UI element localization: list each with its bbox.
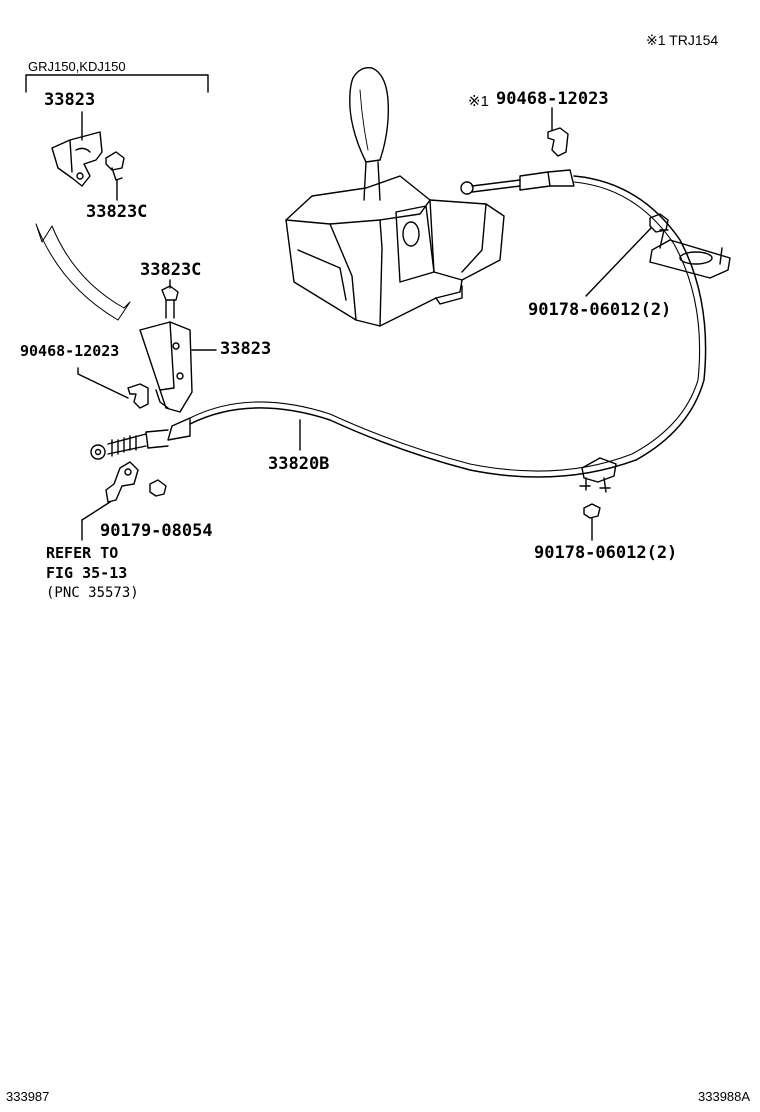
leader-clip-left	[77, 367, 129, 399]
bracket-refer-fig[interactable]	[105, 461, 139, 503]
model-note: ※1 TRJ154	[646, 32, 719, 48]
direction-arrow-icon	[35, 223, 131, 321]
bracket-33823-mid[interactable]	[139, 321, 193, 413]
label-clip-right-prefix: ※1	[468, 93, 489, 110]
label-bracket-top[interactable]: 33823	[44, 90, 96, 110]
footer-left-code: 333987	[6, 1089, 50, 1104]
clip-90468-right[interactable]	[547, 127, 569, 157]
bolt-33823c-mid[interactable]	[161, 285, 179, 319]
bracket-33823-top[interactable]	[51, 131, 103, 187]
group-label: GRJ150,KDJ150	[28, 59, 126, 74]
label-nut-small[interactable]: 90179-08054	[100, 521, 213, 541]
label-clip-right[interactable]: 90468-12023	[496, 89, 609, 109]
label-bracket-mid[interactable]: 33823	[220, 339, 272, 359]
label-nut-upper[interactable]: 90178-06012(2)	[528, 300, 672, 320]
nut-90178-lower[interactable]	[583, 503, 601, 519]
cable-upper-plate[interactable]	[649, 229, 731, 279]
nut-90179-small[interactable]	[149, 479, 167, 497]
refer-line-3: (PNC 35573)	[46, 585, 139, 601]
group-bracket-line	[25, 74, 209, 93]
cable-lower-plate[interactable]	[579, 457, 617, 493]
leader-refer	[81, 501, 111, 521]
footer-right-code: 333988A	[698, 1089, 751, 1104]
clip-90468-left[interactable]	[127, 383, 149, 409]
refer-line-1[interactable]: REFER TO	[46, 544, 119, 562]
nut-90178-upper[interactable]	[649, 213, 669, 233]
label-cable[interactable]: 33820B	[268, 454, 330, 474]
label-bolt-top[interactable]: 33823C	[86, 202, 148, 222]
label-nut-lower[interactable]: 90178-06012(2)	[534, 543, 678, 563]
leader-nut-upper	[585, 227, 652, 297]
label-bolt-mid[interactable]: 33823C	[140, 260, 202, 280]
cable-33820b[interactable]	[90, 169, 707, 478]
bolt-33823c-top[interactable]	[105, 151, 125, 181]
refer-line-2[interactable]: FIG 35-13	[46, 564, 128, 582]
label-clip-left[interactable]: 90468-12023	[20, 342, 120, 360]
shift-lever-assembly[interactable]	[285, 67, 505, 327]
